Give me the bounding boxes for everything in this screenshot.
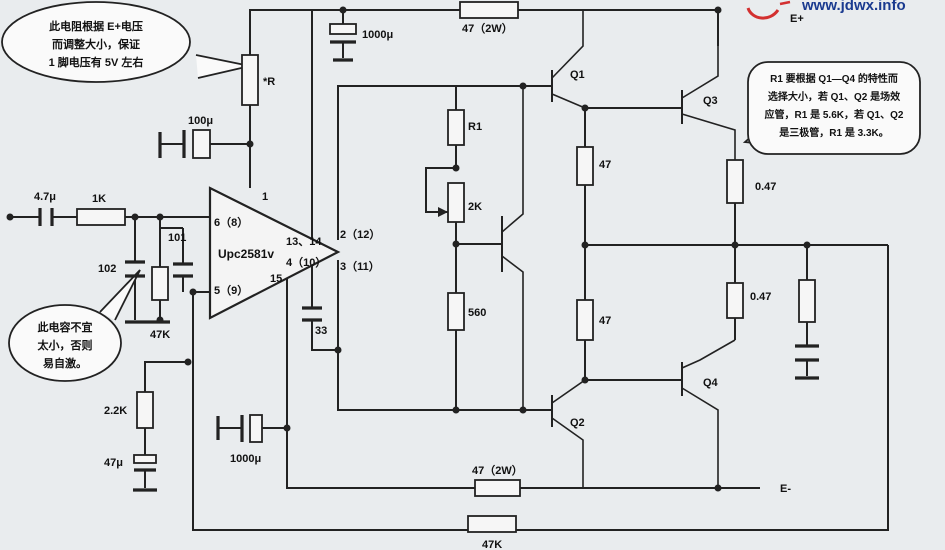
resistor-560: [447, 292, 465, 331]
label-r-star: *R: [263, 76, 275, 88]
label-pin-1: 1: [262, 191, 268, 203]
note-right-line: R1 要根据 Q1—Q4 的特性而: [770, 72, 898, 85]
label-c-1000u-bottom: 1000μ: [230, 453, 261, 465]
label-pin-2: 2（12）: [340, 228, 380, 241]
label-e-plus: E+: [790, 13, 804, 25]
resistor-r1: [447, 109, 465, 146]
note-left-cap-line: 此电容不宜: [38, 320, 93, 334]
capacitors: [38, 23, 819, 472]
label-pin-5: 5（9）: [214, 284, 248, 297]
note-right-text: R1 要根据 Q1—Q4 的特性而 选择大小，若 Q1、Q2 是场效 应管，R1…: [765, 72, 904, 139]
note-top-left-line: 1 脚电压有 5V 左右: [49, 55, 144, 69]
potentiometer-2k: [447, 182, 465, 223]
label-c-47u: 47μ: [104, 457, 123, 469]
resistor-47k-feedback: [467, 515, 517, 533]
label-r-bottom-47: 47（2W）: [472, 464, 523, 477]
note-left-cap-line: 易自激。: [43, 356, 87, 370]
label-pin-3: 3（11）: [340, 260, 380, 273]
label-c-101: 101: [168, 232, 186, 244]
label-r-47-lower: 47: [599, 315, 611, 327]
note-bubble-top-left: [1, 1, 191, 83]
note-top-left-line: 此电阻根据 E+电压: [49, 19, 143, 33]
resistor-047-lower: [726, 282, 744, 319]
note-right-line: 应管，R1 是 5.6K，若 Q1、Q2: [765, 108, 904, 121]
label-r-in: 1K: [92, 193, 106, 205]
label-q4: Q4: [703, 377, 719, 389]
resistor-47k-input: [151, 266, 169, 301]
resistor-zobel: [798, 279, 816, 323]
note-bubble-right: [747, 61, 921, 155]
junction-dots: [6, 6, 811, 492]
resistor-47-upper: [576, 146, 594, 186]
label-r-560: 560: [468, 307, 486, 319]
label-c-100u: 100μ: [188, 115, 213, 127]
label-r-2k2: 2.2K: [104, 405, 127, 417]
note-right-line: 选择大小，若 Q1、Q2 是场效: [768, 90, 901, 103]
watermark-url: www.jdwx.info: [801, 0, 906, 14]
label-r-047-upper: 0.47: [755, 181, 776, 193]
label-pot-2k: 2K: [468, 201, 482, 213]
opamp-upc2581v: [208, 186, 341, 320]
resistors: [76, 1, 816, 533]
label-r1: R1: [468, 121, 482, 133]
label-e-minus: E-: [780, 483, 791, 495]
label-c-33: 33: [315, 325, 327, 337]
component-labels: 4.7μ 1K 102 101 47K *R 100μ 1000μ 47（2W）…: [34, 13, 804, 550]
label-pin-6: 6（8）: [214, 216, 248, 229]
label-q1: Q1: [570, 69, 585, 81]
label-r-47-upper: 47: [599, 159, 611, 171]
pot-wiper-arrow-icon: [438, 207, 448, 217]
label-ic-name: Upc2581v: [218, 247, 274, 261]
label-r-top-47: 47（2W）: [462, 22, 513, 35]
resistor-1k: [76, 208, 126, 226]
capacitor-47u: [133, 454, 157, 464]
label-pin-13-14: 13、14: [286, 236, 322, 248]
label-pin-4: 4（10）: [286, 256, 326, 269]
label-q2: Q2: [570, 417, 585, 429]
label-c-1000u-top: 1000μ: [362, 29, 393, 41]
resistor-2k2: [136, 391, 154, 429]
note-left-cap-line: 太小，否则: [37, 338, 93, 352]
resistor-47-2w-top: [459, 1, 519, 19]
resistor-47-lower: [576, 299, 594, 341]
label-pin-15: 15: [270, 273, 282, 285]
resistor-star-r: [241, 54, 259, 106]
note-right-line: 是三极管，R1 是 3.3K。: [778, 126, 888, 139]
note-bubble-left-cap: [8, 304, 122, 382]
label-r-047-lower: 0.47: [750, 291, 771, 303]
capacitor-1000u-top: [329, 23, 357, 35]
resistor-47-2w-bottom: [474, 479, 521, 497]
resistor-047-upper: [726, 159, 744, 204]
note-top-left-text: 此电阻根据 E+电压 而调整大小，保证 1 脚电压有 5V 左右: [49, 19, 144, 69]
label-c-102: 102: [98, 263, 116, 275]
note-left-cap-text: 此电容不宜 太小，否则 易自激。: [37, 320, 93, 370]
label-r-bottom-47k: 47K: [482, 539, 502, 550]
jdwx-logo-icon: [746, 0, 791, 20]
label-q3: Q3: [703, 95, 718, 107]
note-top-left-line: 而调整大小，保证: [52, 37, 140, 51]
label-r-47k-left: 47K: [150, 329, 170, 341]
label-c-in: 4.7μ: [34, 191, 56, 203]
